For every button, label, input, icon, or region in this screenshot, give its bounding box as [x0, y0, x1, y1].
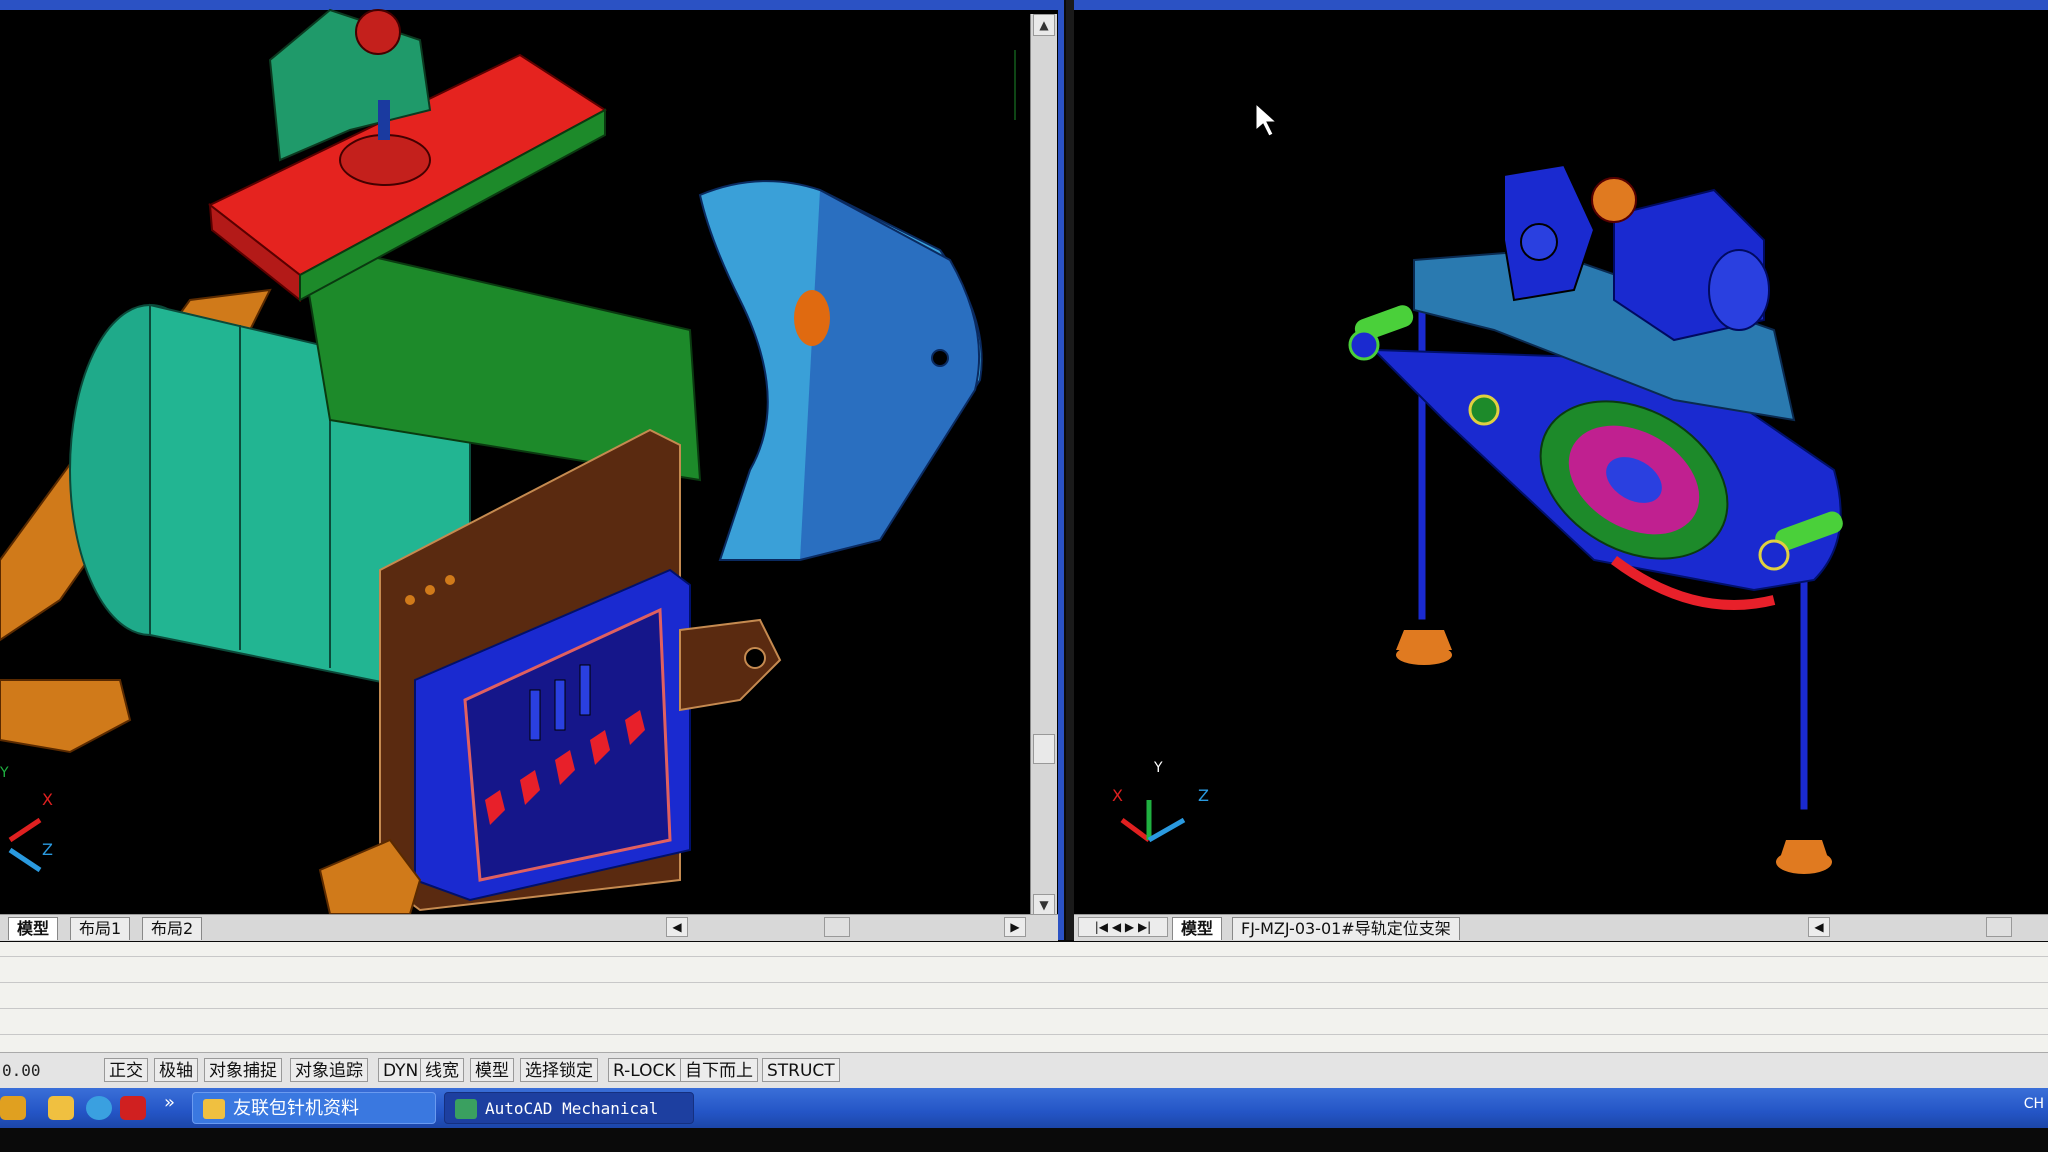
horizontal-scroll-thumb[interactable] — [1986, 917, 2012, 937]
scroll-thumb[interactable] — [1033, 734, 1055, 764]
left-ucs-x-label: X — [42, 790, 53, 809]
viewport-gap — [1066, 0, 1074, 940]
windows-taskbar: » 友联包针机资料 AutoCAD Mechanical CH — [0, 1088, 2048, 1128]
scroll-left-arrow-icon[interactable]: ◀ — [1808, 917, 1830, 937]
taskbar-folder-window[interactable]: 友联包针机资料 — [192, 1092, 436, 1124]
coordinate-readout: 0.00 — [2, 1061, 41, 1080]
left-window-titlebar — [0, 0, 1058, 10]
right-ucs-z-label: Z — [1198, 786, 1209, 805]
tab-navigation-arrows-icon[interactable]: |◀ ◀ ▶ ▶| — [1078, 917, 1168, 937]
r-lock-toggle[interactable]: R-LOCK — [608, 1058, 681, 1082]
left-3d-assembly-drawing — [0, 8, 1016, 914]
struct-toggle[interactable]: STRUCT — [762, 1058, 840, 1082]
model-toggle[interactable]: 模型 — [470, 1058, 514, 1082]
folder-icon — [203, 1099, 225, 1119]
taskbar-item-label: 友联包针机资料 — [233, 1098, 359, 1119]
right-ucs-x-label: X — [1112, 786, 1123, 805]
status-bar: 0.00 正交 极轴 对象捕捉 对象追踪 DYN 线宽 模型 选择锁定 R-LO… — [0, 1052, 2048, 1089]
tab-layout1[interactable]: 布局1 — [70, 917, 131, 940]
quicklaunch-more-chevron-icon[interactable]: » — [164, 1092, 176, 1113]
right-layout-tabbar: |◀ ◀ ▶ ▶| 模型 FJ-MZJ-03-01#导轨定位支架 ◀ — [1074, 914, 2048, 941]
quicklaunch-mail-icon[interactable] — [48, 1096, 74, 1120]
right-window-titlebar — [1074, 0, 2048, 10]
input-language-indicator[interactable]: CH — [2023, 1096, 2044, 1112]
lineweight-toggle[interactable]: 线宽 — [420, 1058, 464, 1082]
monitor-bezel — [0, 1128, 2048, 1152]
dyn-toggle[interactable]: DYN — [378, 1058, 424, 1082]
horizontal-scroll-thumb[interactable] — [824, 917, 850, 937]
scroll-left-arrow-icon[interactable]: ◀ — [666, 917, 688, 937]
command-line-area[interactable] — [0, 942, 2048, 1052]
autocad-app-icon — [455, 1099, 477, 1119]
left-ucs-z-label: Z — [42, 840, 53, 859]
osnap-toggle[interactable]: 对象捕捉 — [204, 1058, 282, 1082]
selection-lock-toggle[interactable]: 选择锁定 — [520, 1058, 598, 1082]
left-ucs-y-label: Y — [0, 765, 9, 781]
bottom-up-toggle[interactable]: 自下而上 — [680, 1058, 758, 1082]
ortho-toggle[interactable]: 正交 — [104, 1058, 148, 1082]
left-model-viewport[interactable]: X Y Z ▲ ▼ — [0, 0, 1058, 938]
right-3d-assembly-drawing — [1120, 102, 1843, 874]
quicklaunch-solidworks-icon[interactable] — [120, 1096, 146, 1120]
scroll-down-arrow-icon[interactable]: ▼ — [1033, 894, 1055, 916]
polar-toggle[interactable]: 极轴 — [154, 1058, 198, 1082]
left-layout-tabbar: 模型 布局1 布局2 ◀ ▶ — [0, 914, 1058, 941]
scroll-right-arrow-icon[interactable]: ▶ — [1004, 917, 1026, 937]
scroll-up-arrow-icon[interactable]: ▲ — [1033, 14, 1055, 36]
right-model-viewport[interactable]: X Y Z — [1074, 0, 2048, 938]
start-button-icon[interactable] — [0, 1096, 26, 1120]
right-ucs-y-label: Y — [1154, 760, 1163, 776]
quicklaunch-browser-icon[interactable] — [86, 1096, 112, 1120]
tab-layout-drawing[interactable]: FJ-MZJ-03-01#导轨定位支架 — [1232, 917, 1460, 940]
tab-model[interactable]: 模型 — [1172, 917, 1223, 940]
left-vertical-scrollbar[interactable]: ▲ ▼ — [1030, 14, 1057, 916]
tab-model[interactable]: 模型 — [8, 917, 59, 940]
viewport-divider — [1058, 0, 1064, 940]
tab-layout2[interactable]: 布局2 — [142, 917, 203, 940]
otrack-toggle[interactable]: 对象追踪 — [290, 1058, 368, 1082]
taskbar-item-label: AutoCAD Mechanical — [485, 1099, 659, 1118]
taskbar-autocad-window[interactable]: AutoCAD Mechanical — [444, 1092, 694, 1124]
